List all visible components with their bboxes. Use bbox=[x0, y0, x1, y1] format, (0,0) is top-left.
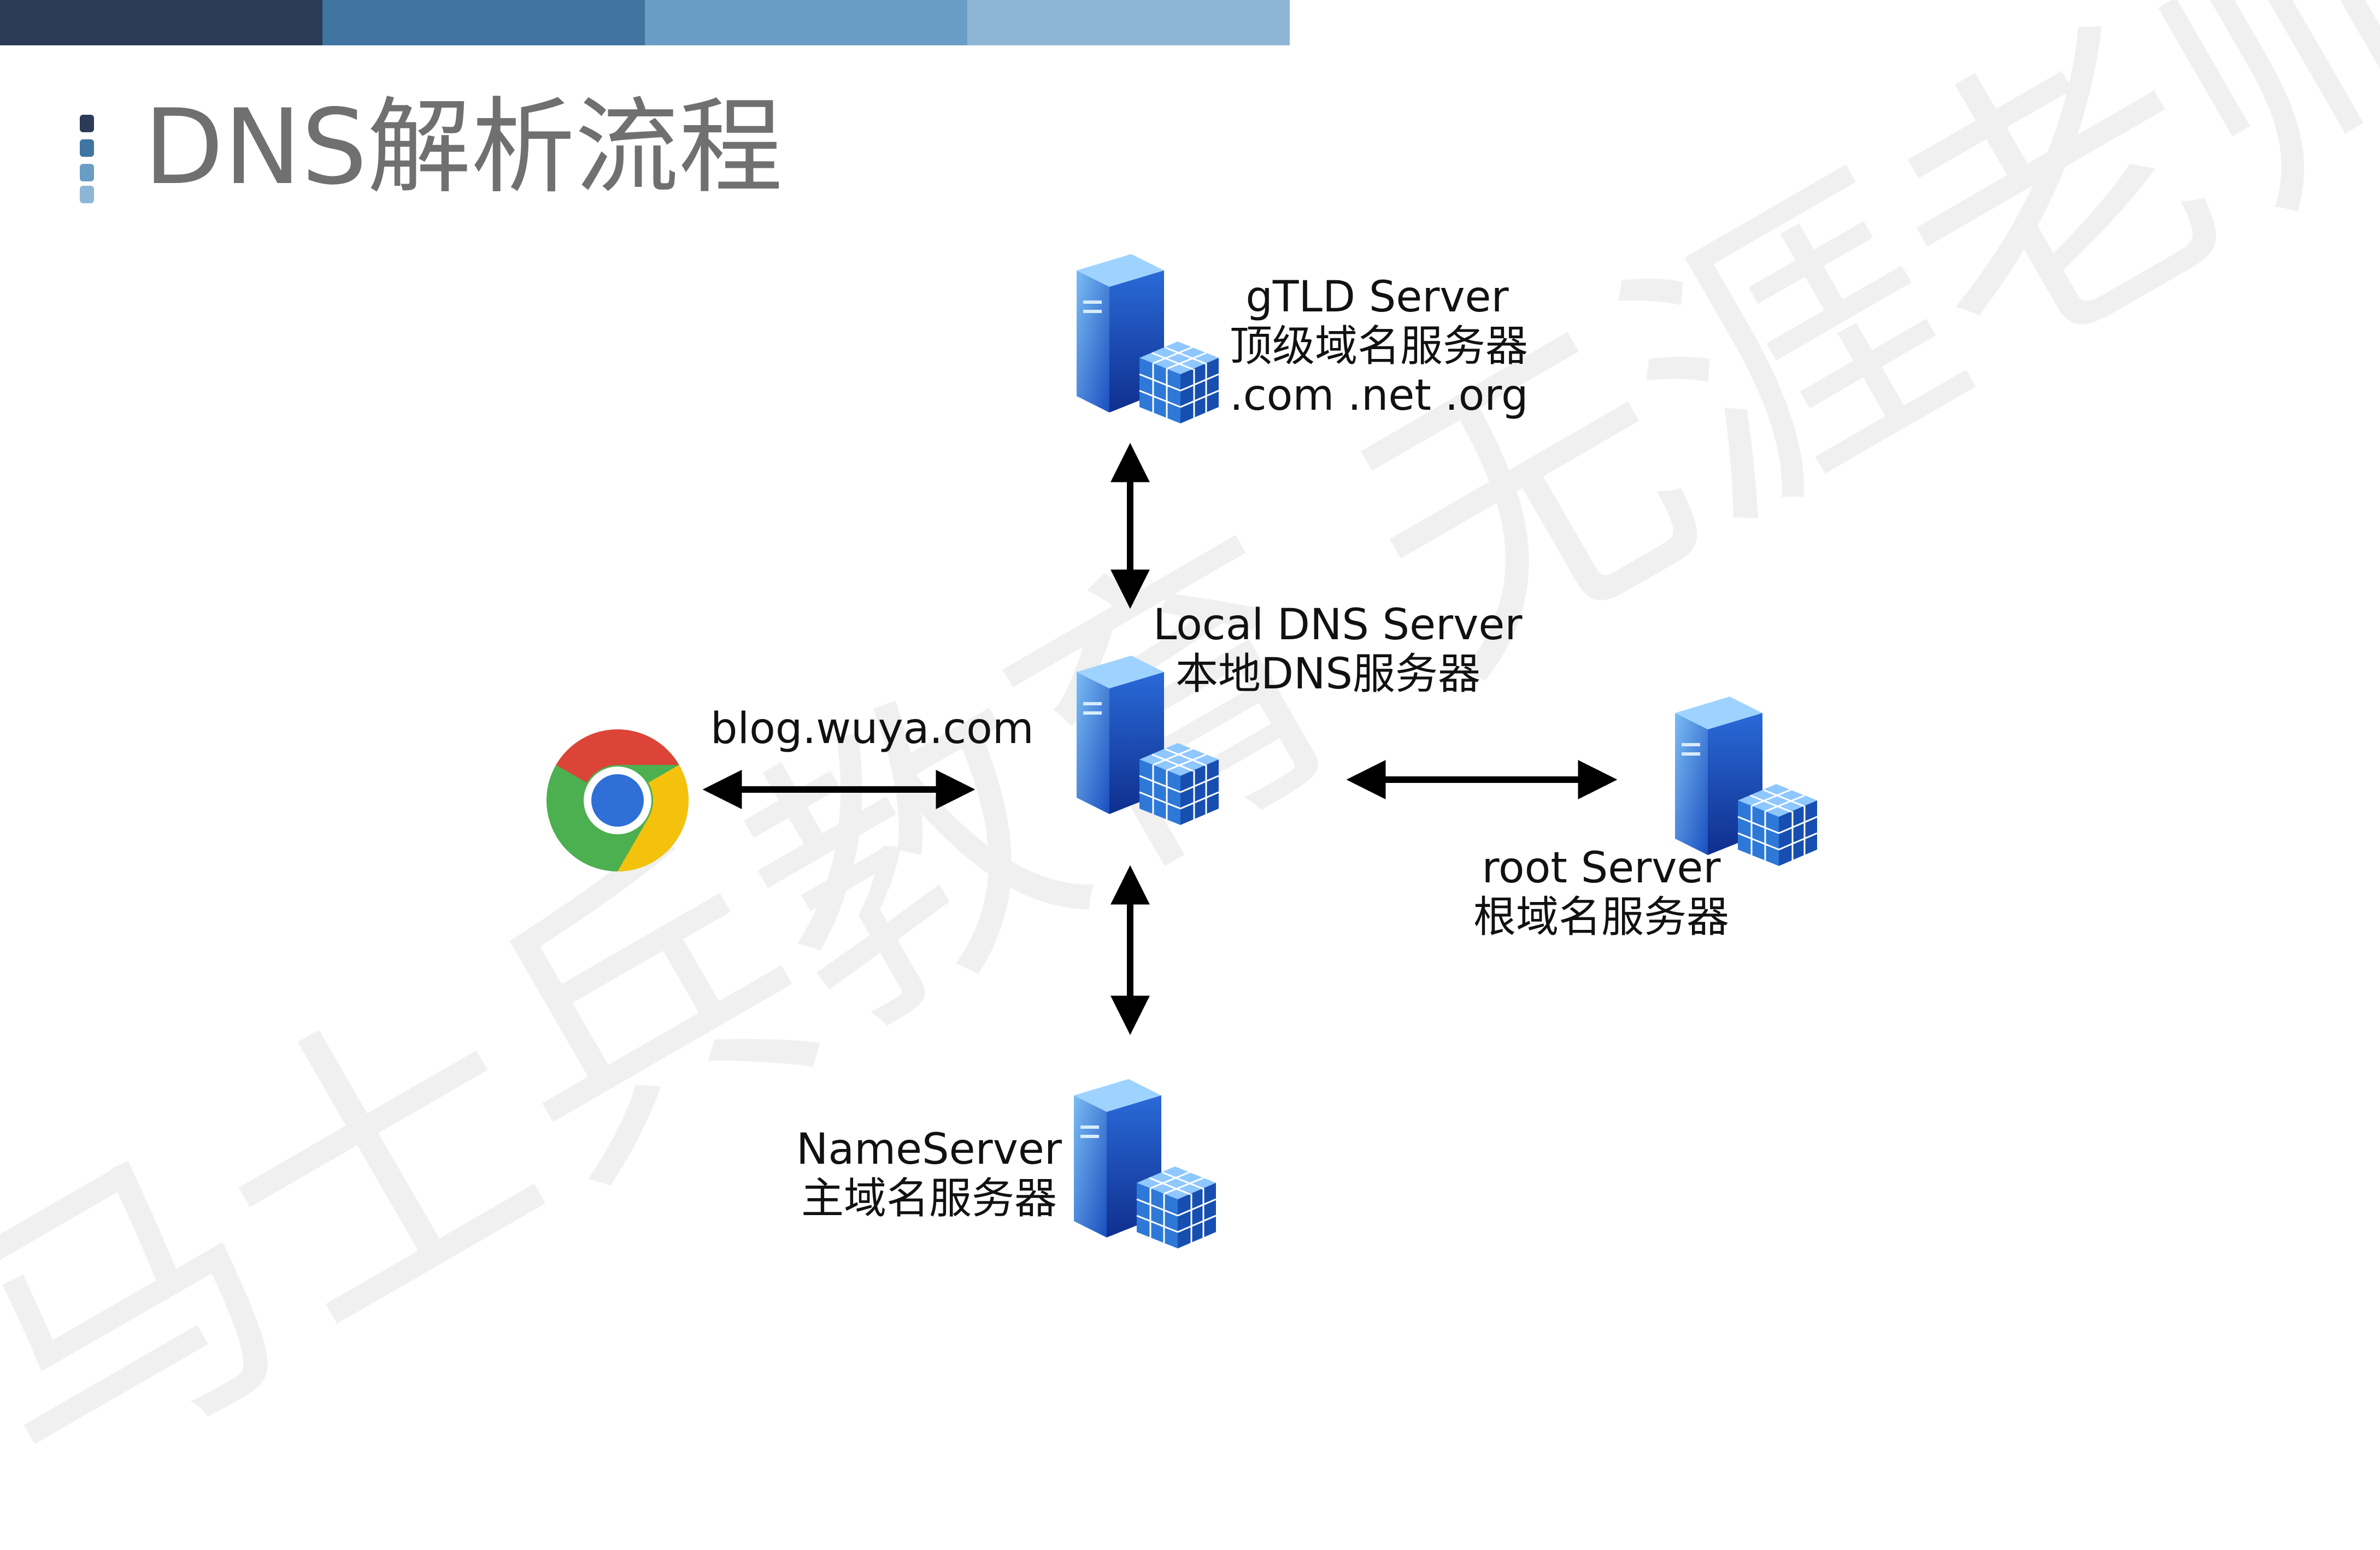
gtld-server-desc: 顶级域名服务器 bbox=[1230, 322, 1529, 371]
top-bar-segment-2 bbox=[322, 0, 645, 45]
gtld-server-domains: .com .net .org bbox=[1230, 371, 1529, 420]
local-dns-server-icon bbox=[1077, 656, 1219, 825]
top-bar-segment-3 bbox=[645, 0, 967, 45]
gtld-server-icon bbox=[1077, 254, 1219, 423]
title-marker-bar-3 bbox=[80, 164, 94, 181]
title-marker-bar-1 bbox=[80, 115, 94, 132]
root-server-desc: 根域名服务器 bbox=[1473, 893, 1729, 942]
top-bar-segment-1 bbox=[0, 0, 322, 45]
page-title: DNS解析流程 bbox=[144, 87, 783, 208]
top-bar-segment-4 bbox=[967, 0, 1290, 45]
nameserver-desc: 主域名服务器 bbox=[801, 1174, 1057, 1223]
client-request-domain: blog.wuya.com bbox=[710, 704, 1034, 753]
nameserver-icon bbox=[1074, 1079, 1217, 1248]
title-marker-bar-4 bbox=[80, 186, 94, 203]
local-dns-server-desc: 本地DNS服务器 bbox=[1176, 650, 1480, 699]
title-marker-bar-2 bbox=[80, 139, 94, 157]
chrome-browser-icon bbox=[546, 729, 689, 871]
nameserver-name: NameServer bbox=[796, 1125, 1062, 1174]
gtld-server-name: gTLD Server bbox=[1245, 273, 1509, 322]
root-server-name: root Server bbox=[1482, 844, 1721, 893]
local-dns-server-name: Local DNS Server bbox=[1153, 600, 1523, 650]
connection-arrows bbox=[702, 443, 1618, 1035]
root-server-icon bbox=[1675, 697, 1818, 866]
